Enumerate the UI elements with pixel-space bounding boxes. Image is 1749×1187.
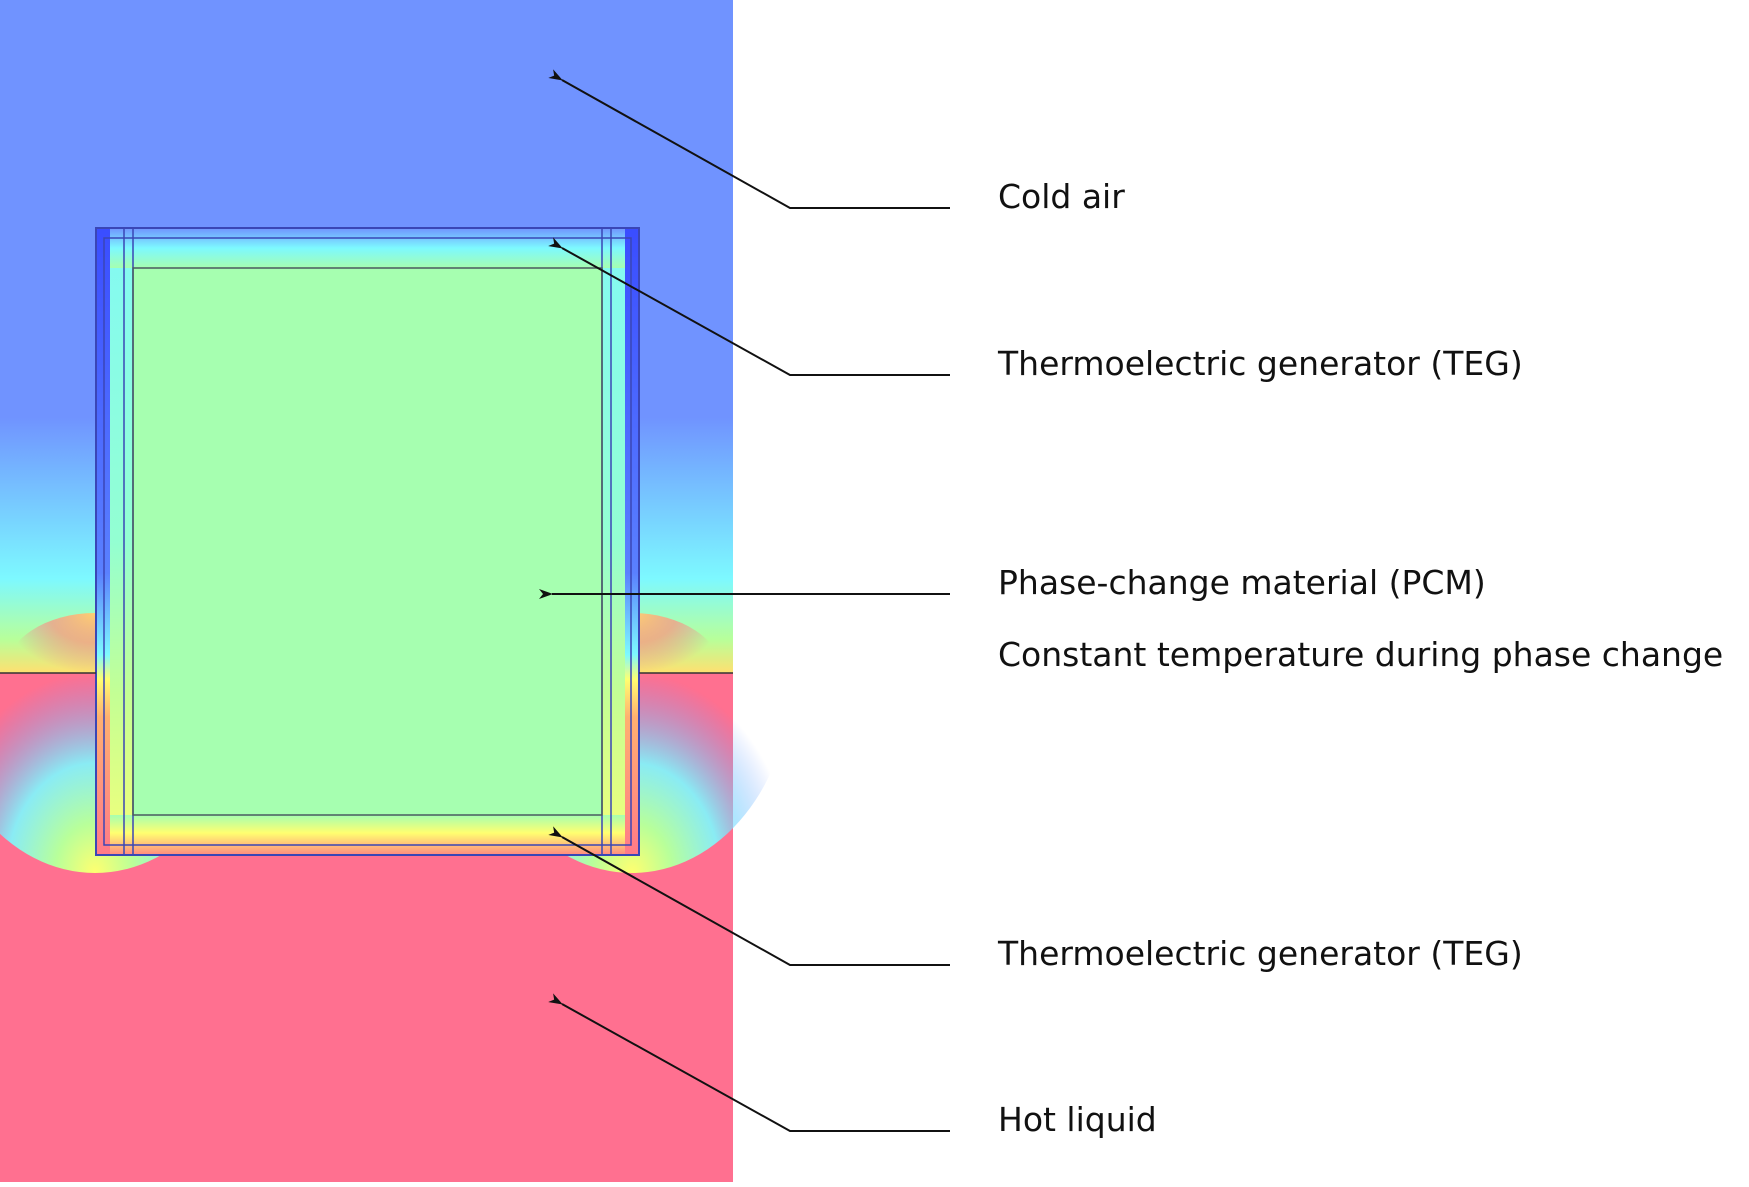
pcm-core <box>133 268 602 815</box>
top-teg-band <box>110 228 625 268</box>
label-teg-bottom: Thermoelectric generator (TEG) <box>998 934 1523 973</box>
right-outer-wall <box>625 228 639 855</box>
container-outlines <box>95 227 640 856</box>
pcm-outline <box>132 267 603 816</box>
leader-hot-liquid <box>548 993 950 1132</box>
leader-teg-top <box>548 237 950 376</box>
label-pcm-note: Constant temperature during phase change <box>998 635 1724 674</box>
right-inner-wall <box>602 238 625 845</box>
bottom-teg-band <box>110 815 625 855</box>
leader-teg-bottom <box>548 826 950 966</box>
leader-lines <box>539 69 950 1132</box>
label-hot-liquid: Hot liquid <box>998 1100 1157 1139</box>
left-inner-wall <box>110 238 133 845</box>
container-outer-outline <box>95 227 640 856</box>
label-pcm: Phase-change material (PCM) <box>998 563 1486 602</box>
leader-cold-air <box>548 69 950 209</box>
label-teg-top: Thermoelectric generator (TEG) <box>998 344 1523 383</box>
label-cold-air: Cold air <box>998 177 1125 216</box>
left-outer-wall <box>96 228 110 855</box>
container-second-outline <box>103 237 632 846</box>
